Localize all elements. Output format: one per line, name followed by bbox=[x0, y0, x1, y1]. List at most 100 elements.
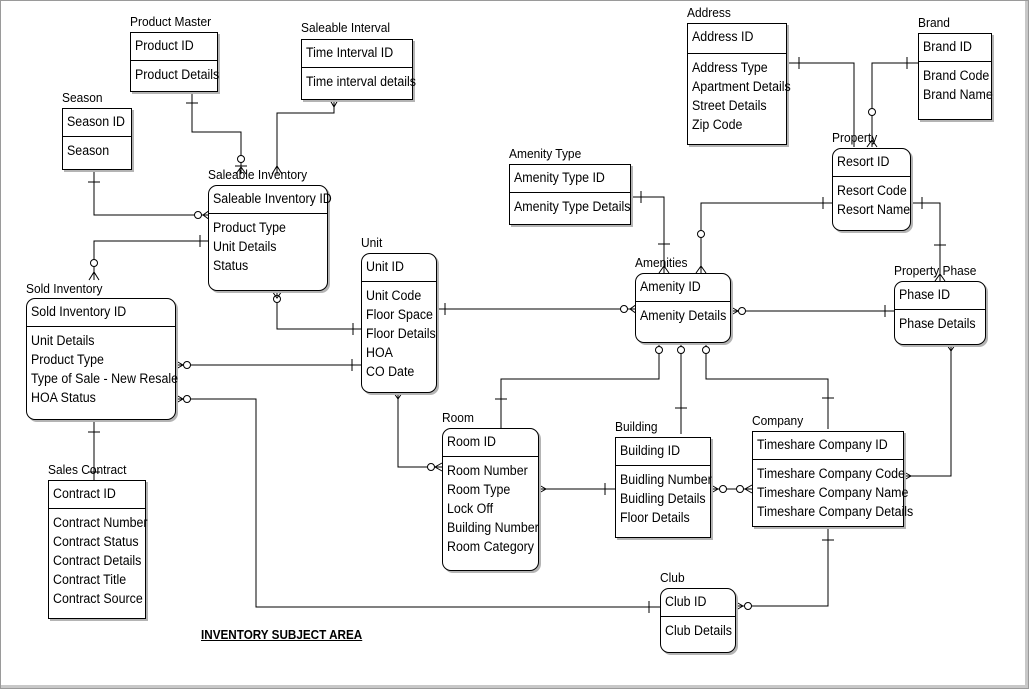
primary-key-field: Sold Inventory ID bbox=[31, 304, 127, 319]
primary-key-field: Saleable Inventory ID bbox=[213, 191, 332, 206]
attribute-field: Address Type bbox=[692, 60, 768, 75]
rel-sold-inventory-unit bbox=[175, 359, 361, 371]
attribute-field: Season bbox=[67, 143, 110, 158]
rel-company-club bbox=[735, 527, 834, 611]
attribute-field: HOA bbox=[366, 345, 393, 360]
entity-title: Sales Contract bbox=[48, 462, 127, 477]
primary-key-field: Brand ID bbox=[923, 39, 973, 54]
entity-title: Property bbox=[832, 130, 878, 145]
attribute-field: CO Date bbox=[366, 364, 415, 379]
attribute-field: Buidling Details bbox=[620, 491, 706, 506]
attribute-field: Zip Code bbox=[692, 117, 743, 132]
attribute-field: Club Details bbox=[665, 623, 732, 638]
entity-title: Club bbox=[660, 570, 685, 585]
entity-club[interactable]: Club Club ID Club Details bbox=[660, 571, 736, 653]
entity-title: Season bbox=[62, 90, 103, 105]
rel-amenity-type-amenities bbox=[631, 191, 670, 274]
rel-property-property-phase bbox=[911, 197, 946, 282]
entity-title: Saleable Inventory bbox=[208, 167, 308, 182]
attribute-field: Contract Source bbox=[53, 591, 143, 606]
entity-title: Product Master bbox=[130, 14, 212, 29]
entity-title: Company bbox=[752, 413, 804, 428]
entity-company[interactable]: Company Timeshare Company ID Timeshare C… bbox=[752, 413, 913, 527]
attribute-field: Unit Details bbox=[31, 333, 95, 348]
entity-title: Sold Inventory bbox=[26, 281, 103, 296]
rel-property-phase-company bbox=[903, 344, 956, 481]
attribute-field: Amenity Details bbox=[640, 308, 727, 323]
attribute-field: Brand Code bbox=[923, 68, 990, 83]
rel-amenities-building bbox=[675, 336, 687, 434]
attribute-field: Product Type bbox=[31, 352, 104, 367]
entity-saleable-inventory[interactable]: Saleable Inventory Saleable Inventory ID… bbox=[208, 167, 332, 291]
entity-title: Brand bbox=[918, 15, 950, 30]
rel-saleable-inventory-sold-inventory bbox=[88, 235, 210, 281]
attribute-field: Contract Details bbox=[53, 553, 142, 568]
attribute-field: Type of Sale - New Resale bbox=[31, 371, 179, 386]
attribute-field: Product Details bbox=[135, 67, 220, 82]
rel-room-building bbox=[538, 483, 615, 495]
entity-title: Building bbox=[615, 419, 658, 434]
entity-building[interactable]: Building Building ID Buidling Number Bui… bbox=[615, 419, 712, 538]
entity-amenities[interactable]: Amenities Amenity ID Amenity Details bbox=[635, 256, 731, 343]
primary-key-field: Room ID bbox=[447, 434, 497, 449]
entity-sales-contract[interactable]: Sales Contract Contract ID Contract Numb… bbox=[48, 462, 148, 619]
entity-amenity-type[interactable]: Amenity Type Amenity Type ID Amenity Typ… bbox=[509, 147, 631, 225]
primary-key-field: Amenity ID bbox=[640, 279, 701, 294]
rel-amenities-property-phase bbox=[730, 305, 896, 317]
attribute-field: Floor Details bbox=[620, 510, 690, 525]
entity-unit[interactable]: Unit Unit ID Unit Code Floor Space Floor… bbox=[361, 236, 437, 393]
primary-key-field: Building ID bbox=[620, 443, 681, 458]
attribute-field: Brand Name bbox=[923, 87, 993, 102]
rel-unit-amenities bbox=[437, 303, 638, 315]
primary-key-field: Product ID bbox=[135, 38, 194, 53]
entity-title: Address bbox=[687, 5, 731, 20]
attribute-field: Timeshare Company Name bbox=[757, 485, 909, 500]
entity-season[interactable]: Season Season ID Season bbox=[62, 91, 132, 170]
attribute-field: Apartment Details bbox=[692, 79, 791, 94]
attribute-field: Room Number bbox=[447, 463, 528, 478]
entity-product-master[interactable]: Product Master Product ID Product Detail… bbox=[130, 14, 220, 92]
attribute-field: Contract Number bbox=[53, 515, 148, 530]
entity-room[interactable]: Room Room ID Room Number Room Type Lock … bbox=[442, 411, 539, 571]
attribute-field: Lock Off bbox=[447, 501, 494, 516]
primary-key-field: Contract ID bbox=[53, 486, 116, 501]
attribute-field: Phase Details bbox=[899, 316, 976, 331]
attribute-field: Resort Code bbox=[837, 183, 907, 198]
entity-title: Amenities bbox=[635, 255, 688, 270]
entity-title: Unit bbox=[361, 235, 383, 250]
primary-key-field: Timeshare Company ID bbox=[757, 437, 888, 452]
primary-key-field: Season ID bbox=[67, 114, 126, 129]
entity-property[interactable]: Property Resort ID Resort Code Resort Na… bbox=[832, 131, 911, 231]
attribute-field: Floor Details bbox=[366, 326, 436, 341]
diagram-caption: INVENTORY SUBJECT AREA bbox=[201, 627, 363, 642]
primary-key-field: Amenity Type ID bbox=[514, 170, 605, 185]
primary-key-field: Resort ID bbox=[837, 154, 890, 169]
entity-saleable-interval[interactable]: Saleable Interval Time Interval ID Time … bbox=[301, 21, 416, 100]
entity-sold-inventory[interactable]: Sold Inventory Sold Inventory ID Unit De… bbox=[26, 281, 179, 420]
attribute-field: Unit Details bbox=[213, 239, 277, 254]
attribute-field: Unit Code bbox=[366, 288, 422, 303]
rel-sold-inventory-sales-contract bbox=[88, 420, 100, 480]
rel-product-master-saleable-inventory bbox=[186, 92, 247, 175]
entity-property-phase[interactable]: Property Phase Phase ID Phase Details bbox=[894, 264, 986, 345]
rel-property-amenities bbox=[695, 197, 834, 274]
attribute-field: Product Type bbox=[213, 220, 286, 235]
attribute-field: Contract Status bbox=[53, 534, 139, 549]
attribute-field: Floor Space bbox=[366, 307, 433, 322]
attribute-field: Amenity Type Details bbox=[514, 199, 631, 214]
rel-building-company bbox=[710, 484, 753, 494]
entity-title: Amenity Type bbox=[509, 146, 582, 161]
primary-key-field: Time Interval ID bbox=[306, 45, 394, 60]
attribute-field: Room Category bbox=[447, 539, 534, 554]
entity-address[interactable]: Address Address ID Address Type Apartmen… bbox=[687, 5, 791, 145]
attribute-field: Timeshare Company Code bbox=[757, 466, 905, 481]
attribute-field: Building Number bbox=[447, 520, 539, 535]
entity-brand[interactable]: Brand Brand ID Brand Code Brand Name bbox=[918, 15, 993, 120]
rel-saleable-inventory-unit bbox=[271, 290, 361, 335]
primary-key-field: Phase ID bbox=[899, 287, 951, 302]
attribute-field: Contract Title bbox=[53, 572, 127, 587]
attribute-field: HOA Status bbox=[31, 390, 96, 405]
attribute-field: Time interval details bbox=[306, 74, 416, 89]
